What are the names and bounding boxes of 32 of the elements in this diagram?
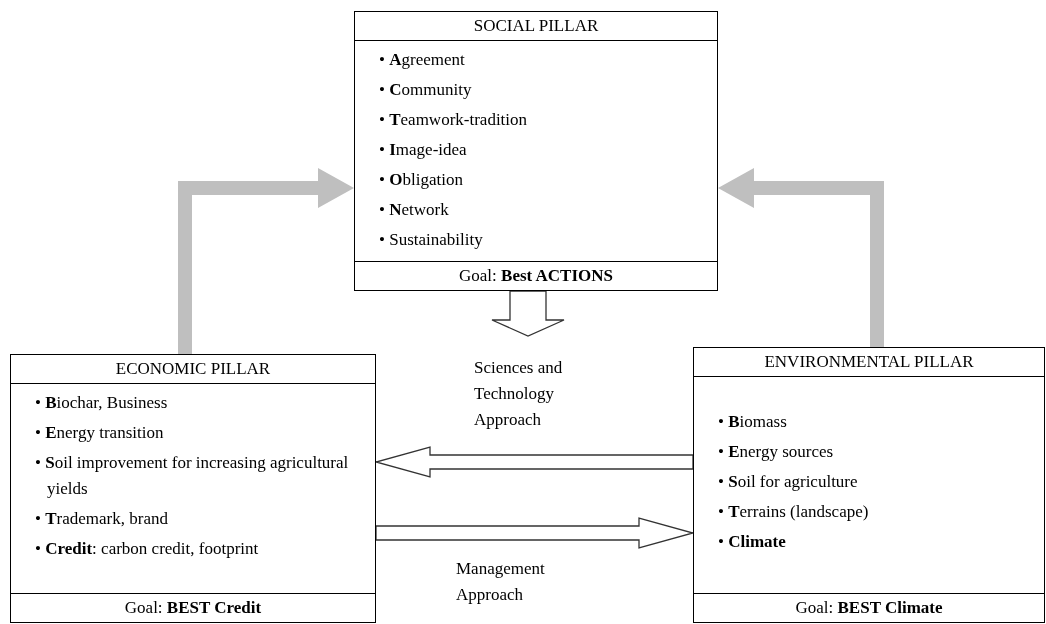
list-item: • Teamwork-tradition xyxy=(379,109,529,131)
box-heading: ENVIRONMENTAL PILLAR xyxy=(694,348,1044,377)
goal-text: Goal: Best ACTIONS xyxy=(355,261,717,290)
list-item: • Trademark, brand xyxy=(35,508,169,530)
box-heading: SOCIAL PILLAR xyxy=(355,12,717,41)
pillar-box xyxy=(354,11,718,291)
list-item: • Image-idea xyxy=(379,139,468,161)
box-heading: ECONOMIC PILLAR xyxy=(11,355,375,384)
edge-label: Sciences and Technology Approach xyxy=(474,357,564,431)
block-arrow xyxy=(491,290,565,337)
list-item: • Climate xyxy=(718,531,787,553)
list-item: • Obligation xyxy=(379,169,464,191)
list-item: • Biochar, Business xyxy=(35,392,169,414)
edge-label: Management Approach xyxy=(456,558,546,606)
goal-text: Goal: BEST Credit xyxy=(11,593,375,622)
list-item: • Sustainability xyxy=(379,229,484,251)
list-item: • Network xyxy=(379,199,450,221)
list-item: • Agreement xyxy=(379,49,466,71)
list-item: • Biomass xyxy=(718,411,788,433)
block-arrow xyxy=(373,446,694,478)
list-item: • Terrains (landscape) xyxy=(718,501,870,523)
list-item: • Credit: carbon credit, footprint xyxy=(35,538,260,560)
list-item: • Energy transition xyxy=(35,422,165,444)
pillar-box xyxy=(693,347,1045,623)
elbow-arrow xyxy=(718,168,884,347)
pillar-box xyxy=(10,354,376,623)
list-item: • Soil for agriculture xyxy=(718,471,859,493)
block-arrow xyxy=(375,517,696,549)
list-item: • Community xyxy=(379,79,473,101)
goal-text: Goal: BEST Climate xyxy=(694,593,1044,622)
list-item: • Energy sources xyxy=(718,441,835,463)
elbow-arrow xyxy=(178,168,354,354)
